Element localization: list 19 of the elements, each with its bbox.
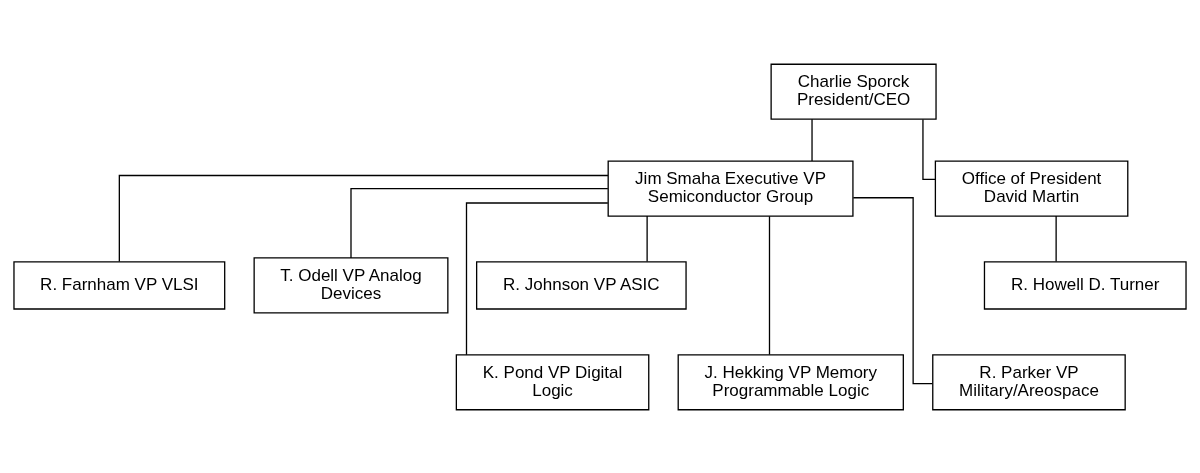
connector <box>118 174 609 262</box>
node-box: Jim Smaha Executive VP Semiconductor Group <box>607 159 854 217</box>
node-box: Charlie Sporck President/CEO <box>770 63 937 120</box>
connector <box>350 187 609 259</box>
node-box: T. Odell VP Analog Devices <box>253 256 449 314</box>
node-box: R. Howell D. Turner <box>983 260 1187 310</box>
node-box: J. Hekking VP Memory Programmable Logic <box>677 353 904 410</box>
connector <box>852 196 933 384</box>
node-box: K. Pond VP Digital Logic <box>455 353 650 410</box>
node-box: R. Farnham VP VLSI <box>13 260 226 310</box>
node-box: R. Parker VP Military/Areospace <box>932 353 1126 410</box>
node-box: Office of President David Martin <box>934 159 1129 217</box>
node-box: R. Johnson VP ASIC <box>476 260 687 310</box>
connector <box>768 215 771 355</box>
connector <box>1055 214 1057 262</box>
connector <box>465 201 609 355</box>
connector <box>922 118 936 180</box>
connector <box>646 214 648 262</box>
connector <box>811 118 813 162</box>
